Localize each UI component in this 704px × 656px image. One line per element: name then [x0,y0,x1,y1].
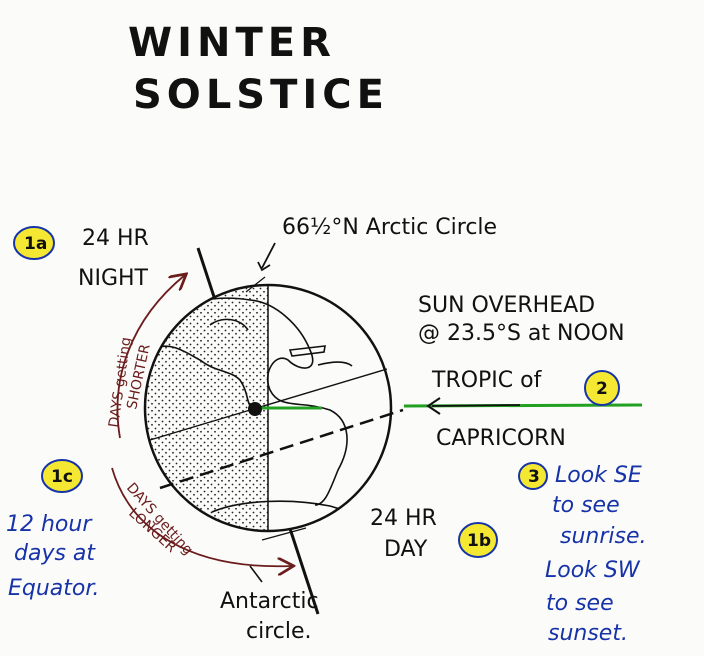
label-24hr-night-line1: 24 HR [82,226,149,251]
observer-dot [248,402,262,416]
badge-1c-text: 1c [51,467,73,487]
tropic-of-capricorn-line [159,408,404,490]
label-24hr-night-line2: NIGHT [78,266,149,291]
sun-ray-arrow-line [431,404,521,407]
arrow-days-longer [111,467,292,566]
label-tropic-line1: TROPIC of [431,368,543,393]
sun-ray-arrowhead [426,397,441,415]
arrow-days-shorter [116,275,185,439]
title-solstice: SOLSTICE [133,72,389,118]
badge-1b-text: 1b [467,531,491,551]
label-antarctic-line2: circle. [246,619,312,644]
badge-1a-text: 1a [24,234,47,254]
badge-2-text: 2 [596,379,608,399]
note-equator-line2: days at [14,541,96,566]
note-look-line6: sunset. [548,621,628,646]
note-equator-line1: 12 hour [6,512,93,537]
arctic-arrow [261,242,276,269]
label-24hr-day-line1: 24 HR [370,506,437,531]
note-look-line3: sunrise. [560,524,647,549]
badge-1a [13,226,55,260]
badge-1c [41,459,83,493]
label-antarctic-line1: Antarctic [220,589,319,614]
badge-3-text: 3 [528,467,540,487]
title-winter: WINTER [128,20,336,66]
badge-1b [458,522,498,558]
badge-2 [584,370,620,406]
note-look-line2: to see [552,493,620,518]
antarctic-circle-line [261,527,307,541]
note-look-line4: Look SW [545,558,641,583]
label-24hr-day-line2: DAY [384,537,428,562]
label-tropic-line2: CAPRICORN [436,426,566,451]
label-arctic-circle: 66½°N Arctic Circle [282,215,497,240]
equator-line [149,368,388,441]
note-look-line5: to see [546,591,614,616]
label-sun-overhead-line2: @ 23.5°S at NOON [418,321,625,346]
note-look-line1: Look SE [555,463,642,488]
label-sun-overhead-line1: SUN OVERHEAD [418,293,595,318]
badge-3 [518,462,548,490]
arctic-circle-line [245,276,266,293]
antarctic-arrow [249,565,263,583]
note-equator-line3: Equator. [8,576,99,601]
